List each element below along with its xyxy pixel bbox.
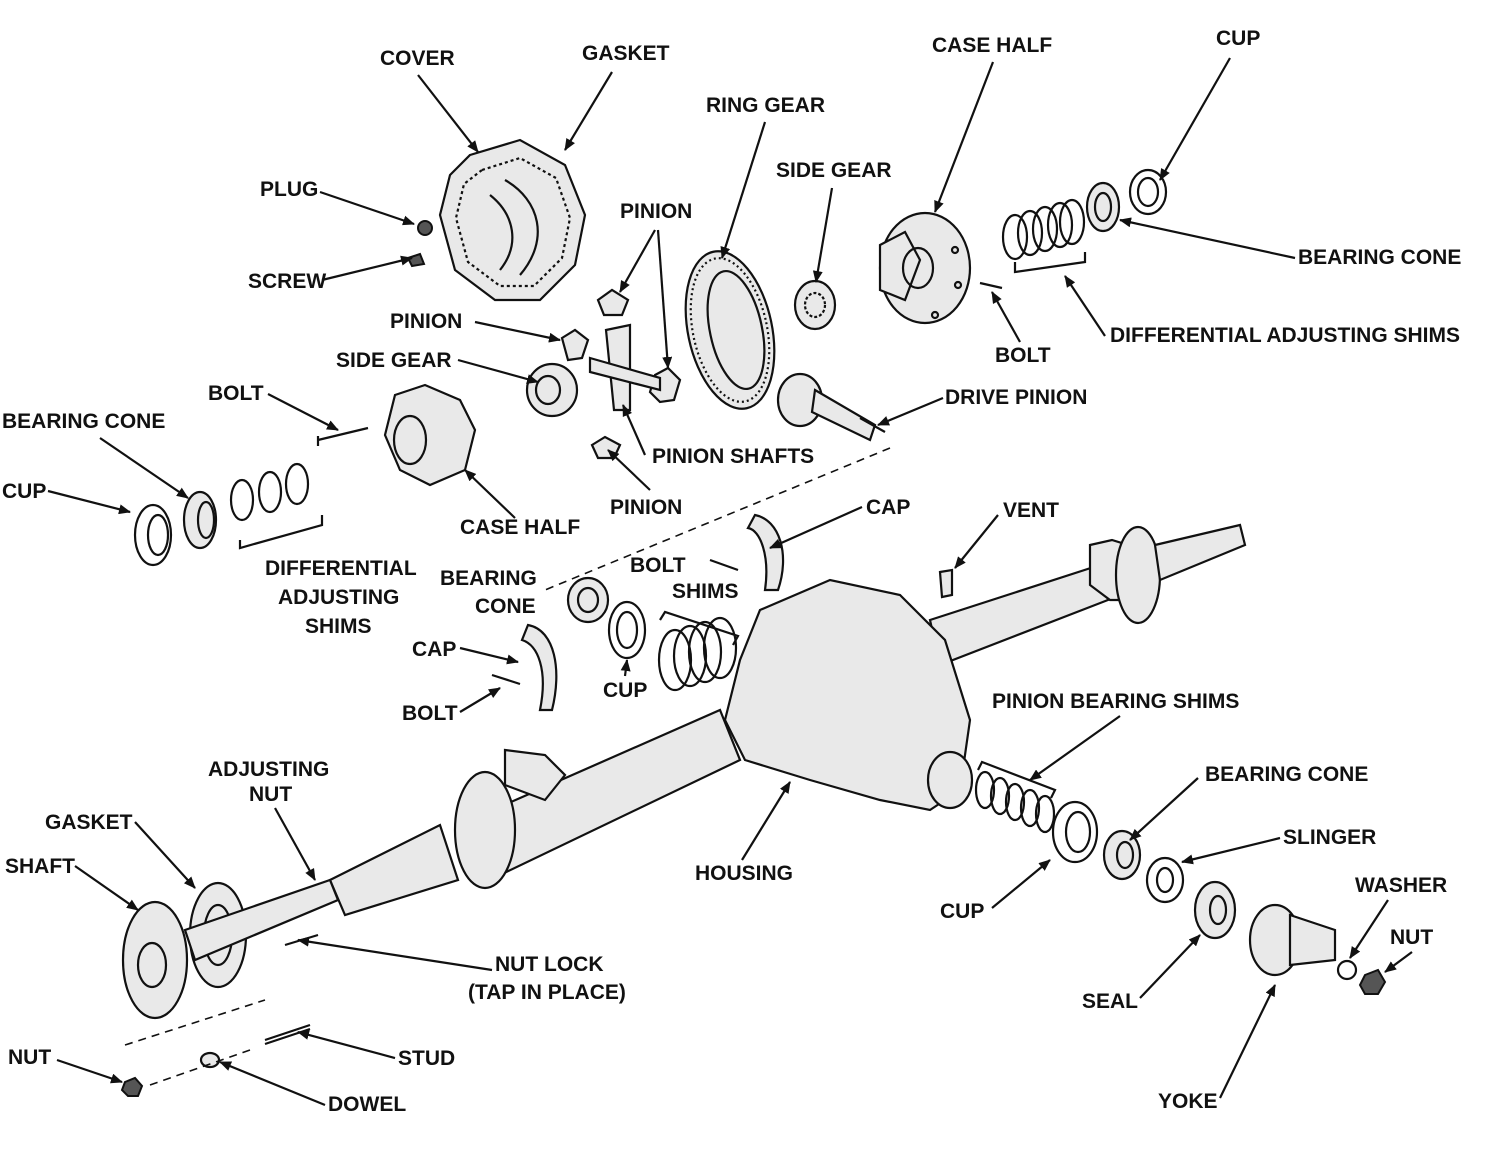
seal-part bbox=[1193, 880, 1237, 940]
case-half-top-part bbox=[878, 211, 972, 325]
alignment-line-left-hub bbox=[124, 999, 266, 1086]
shims-bracket-right bbox=[977, 760, 1057, 799]
label-bearing-cone-right: BEARING CONE bbox=[1205, 763, 1368, 786]
cup-right-part bbox=[1051, 800, 1099, 864]
diff-shims-top-part bbox=[1001, 198, 1086, 261]
label-yoke: YOKE bbox=[1158, 1090, 1218, 1113]
label-drive-pinion: DRIVE PINION bbox=[945, 386, 1087, 409]
yoke-part bbox=[1248, 903, 1337, 977]
case-half-left-part bbox=[383, 383, 477, 487]
label-bolt-left: BOLT bbox=[208, 382, 264, 405]
label-diff-shims-left-1: DIFFERENTIAL bbox=[265, 557, 417, 580]
label-bolt-top-right: BOLT bbox=[995, 344, 1051, 367]
label-slinger: SLINGER bbox=[1283, 826, 1376, 849]
label-cup-left: CUP bbox=[2, 480, 46, 503]
label-nut-left: NUT bbox=[8, 1046, 51, 1069]
labels: COVER GASKET CASE HALF CUP RING GEAR SID… bbox=[2, 27, 1461, 1116]
label-cup-mid: CUP bbox=[603, 679, 647, 702]
label-housing: HOUSING bbox=[695, 862, 793, 885]
label-nut-lock-1: NUT LOCK bbox=[495, 953, 604, 976]
bearing-cone-right-part bbox=[1102, 829, 1142, 881]
label-shaft: SHAFT bbox=[5, 855, 75, 878]
label-pinion-left: PINION bbox=[390, 310, 462, 333]
housing-part bbox=[328, 523, 1247, 917]
bolt-left-part bbox=[316, 426, 369, 446]
leader-lines bbox=[47, 57, 1413, 1107]
bolt-lower-part bbox=[491, 673, 521, 686]
cup-left-part bbox=[133, 503, 173, 567]
label-stud: STUD bbox=[398, 1047, 455, 1070]
label-pinion-bearing-shims: PINION BEARING SHIMS bbox=[992, 690, 1239, 713]
plug-part bbox=[417, 220, 433, 236]
ring-gear-part bbox=[684, 250, 776, 410]
label-case-half-top: CASE HALF bbox=[932, 34, 1052, 57]
alignment-line-drive-pinion bbox=[544, 447, 891, 591]
washer-part bbox=[1336, 959, 1358, 981]
pinion-gears-part bbox=[560, 288, 682, 460]
parts-layer bbox=[120, 138, 1387, 1097]
label-side-gear-left: SIDE GEAR bbox=[336, 349, 452, 372]
label-pinion-bottom: PINION bbox=[610, 496, 682, 519]
nut-right-part bbox=[1358, 968, 1387, 995]
label-vent: VENT bbox=[1003, 499, 1059, 522]
bearing-cone-left-part bbox=[182, 490, 218, 550]
label-gasket-top: GASKET bbox=[582, 42, 670, 65]
label-shims-mid: SHIMS bbox=[672, 580, 739, 603]
shims-bracket-left bbox=[238, 515, 324, 550]
label-washer: WASHER bbox=[1355, 874, 1447, 897]
label-cap-mid: CAP bbox=[412, 638, 456, 661]
label-adjusting-nut-1: ADJUSTING bbox=[208, 758, 329, 781]
label-seal: SEAL bbox=[1082, 990, 1138, 1013]
label-screw: SCREW bbox=[248, 270, 326, 293]
label-nut-lock-2: (TAP IN PLACE) bbox=[468, 981, 626, 1004]
cup-top-part bbox=[1128, 168, 1168, 216]
label-pinion-top: PINION bbox=[620, 200, 692, 223]
cover-part bbox=[438, 138, 587, 302]
label-diff-shims-top-right: DIFFERENTIAL ADJUSTING SHIMS bbox=[1110, 324, 1460, 347]
label-bearing-cone-left: BEARING CONE bbox=[2, 410, 165, 433]
label-ring-gear: RING GEAR bbox=[706, 94, 825, 117]
shims-bracket-mid bbox=[659, 610, 740, 646]
vent-part bbox=[938, 568, 954, 599]
shims-bracket-top-right bbox=[1013, 252, 1087, 274]
label-bolt-mid: BOLT bbox=[630, 554, 686, 577]
cap-mid-part bbox=[520, 623, 558, 712]
diff-shims-left-part bbox=[229, 462, 310, 522]
shaft-part bbox=[121, 878, 340, 1020]
bolt-top-right-part bbox=[979, 281, 1003, 290]
drive-pinion-part bbox=[776, 372, 886, 442]
shims-mid-part bbox=[657, 616, 738, 692]
label-bolt-lower: BOLT bbox=[402, 702, 458, 725]
label-case-half-left: CASE HALF bbox=[460, 516, 580, 539]
label-bearing-cone-mid-2: CONE bbox=[475, 595, 536, 618]
label-side-gear-top: SIDE GEAR bbox=[776, 159, 892, 182]
label-pinion-shafts: PINION SHAFTS bbox=[652, 445, 814, 468]
nut-left-part bbox=[120, 1076, 144, 1097]
bearing-cone-top-part bbox=[1085, 181, 1121, 233]
label-plug: PLUG bbox=[260, 178, 318, 201]
label-adjusting-nut-2: NUT bbox=[249, 783, 292, 806]
side-gear-left-part bbox=[525, 362, 579, 418]
label-nut-right: NUT bbox=[1390, 926, 1433, 949]
label-dowel: DOWEL bbox=[328, 1093, 406, 1116]
bolt-mid-part bbox=[709, 558, 739, 572]
label-diff-shims-left-2: ADJUSTING bbox=[278, 586, 399, 609]
cap-top-part bbox=[746, 513, 785, 592]
cup-mid-part bbox=[607, 600, 647, 660]
label-cup-right: CUP bbox=[940, 900, 984, 923]
side-gear-top-part bbox=[793, 279, 837, 331]
screw-part bbox=[406, 252, 426, 268]
slinger-part bbox=[1145, 856, 1185, 904]
label-cap-top: CAP bbox=[866, 496, 910, 519]
label-bearing-cone-top-right: BEARING CONE bbox=[1298, 246, 1461, 269]
pinion-bearing-shims-part bbox=[974, 770, 1056, 834]
label-cover: COVER bbox=[380, 47, 455, 70]
label-cup-top: CUP bbox=[1216, 27, 1260, 50]
dowel-part bbox=[199, 1051, 221, 1069]
label-gasket-left: GASKET bbox=[45, 811, 133, 834]
label-diff-shims-left-3: SHIMS bbox=[305, 615, 372, 638]
bearing-cone-mid-part bbox=[566, 576, 610, 624]
label-bearing-cone-mid-1: BEARING bbox=[440, 567, 537, 590]
